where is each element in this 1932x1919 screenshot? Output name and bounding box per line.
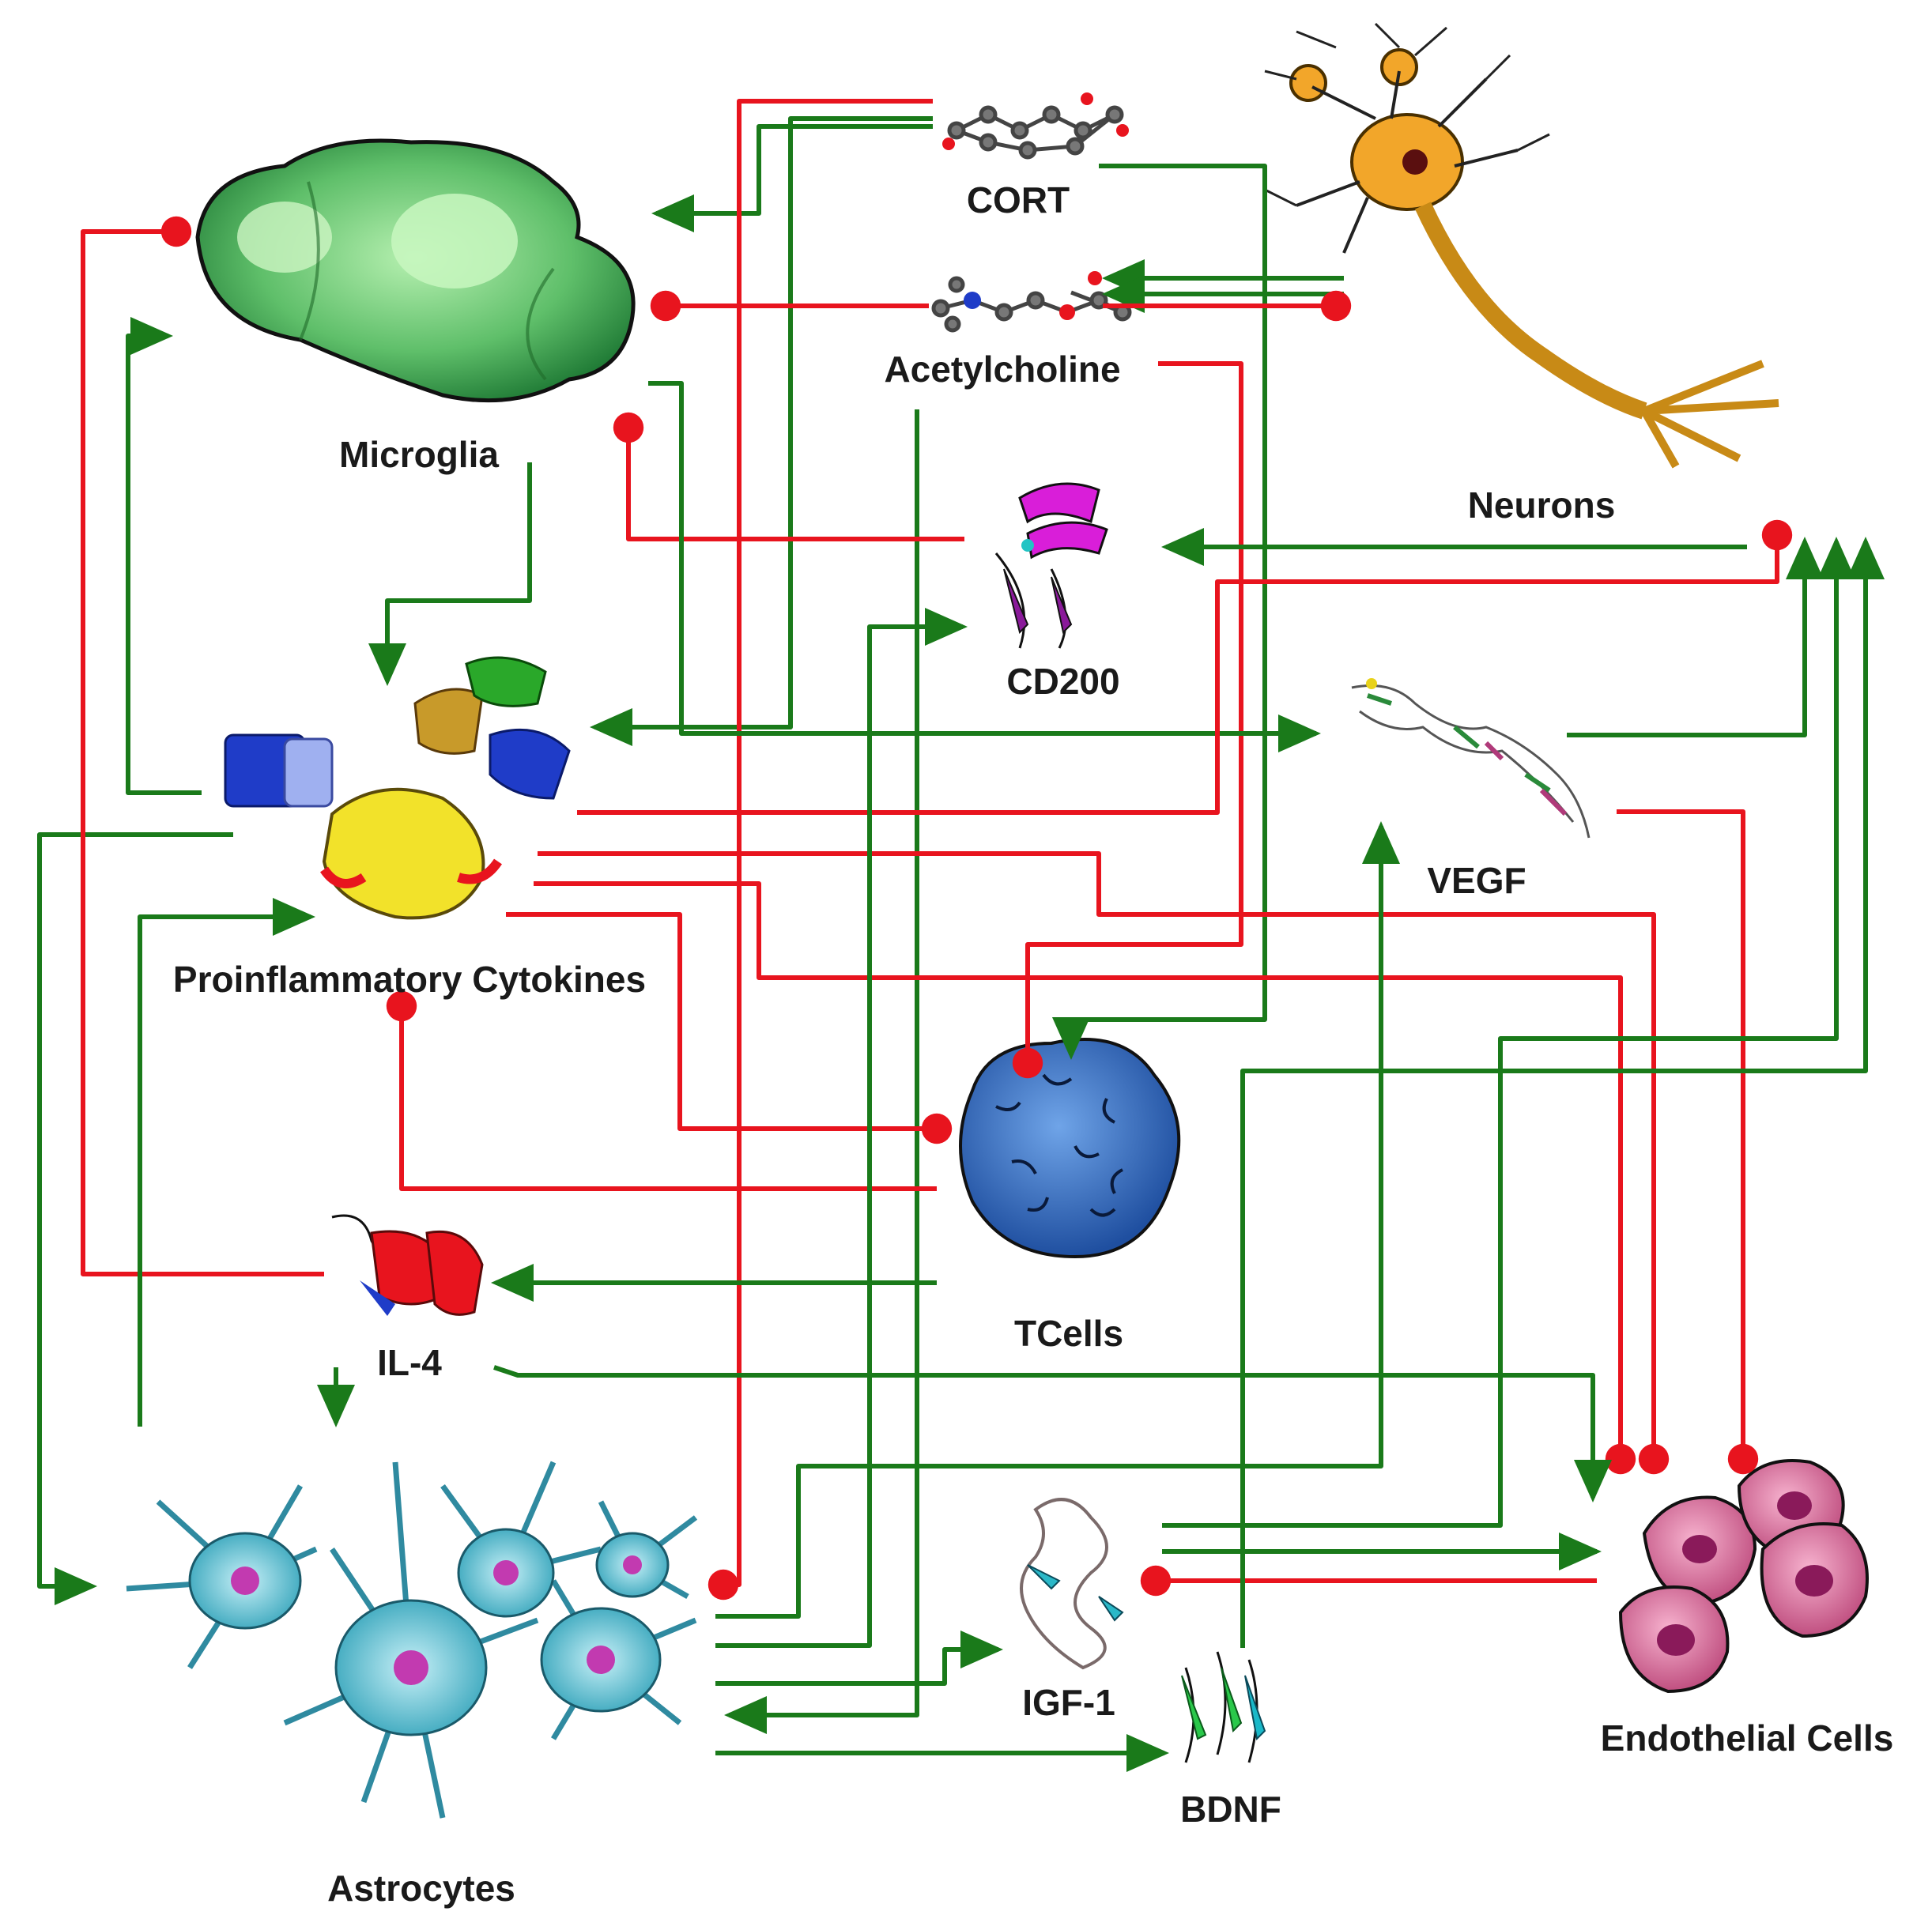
label-astrocytes: Astrocytes xyxy=(327,1868,515,1909)
activation-arrow-24 xyxy=(493,1365,1612,1502)
label-cort: CORT xyxy=(966,179,1070,221)
inhibition-line-10 xyxy=(613,412,964,541)
activation-arrow-28 xyxy=(715,1631,1003,1686)
vegf-protein-icon xyxy=(1351,678,1591,839)
label-endothelial: Endothelial Cells xyxy=(1600,1717,1894,1759)
inhibition-line-20 xyxy=(386,990,937,1191)
inhibition-line-31 xyxy=(1617,809,1759,1475)
activation-arrow-27 xyxy=(715,608,968,1648)
inhibition-line-16 xyxy=(538,851,1670,1475)
label-vegf: VEGF xyxy=(1427,860,1526,901)
inhibition-line-3 xyxy=(708,99,933,1600)
activation-arrow-30 xyxy=(1567,537,1824,737)
label-cytokines: Proinflammatory Cytokines xyxy=(172,959,647,1000)
activation-arrow-0 xyxy=(590,116,933,746)
inhibition-line-22 xyxy=(81,216,324,1276)
activation-arrow-14 xyxy=(126,317,202,795)
astrocytes-cell-icon xyxy=(126,1461,698,1819)
label-tcells: TCells xyxy=(1013,1313,1124,1354)
activation-arrow-25 xyxy=(138,898,315,1427)
neuron-cell-icon xyxy=(1264,22,1779,469)
acetylcholine-molecule-icon xyxy=(931,271,1132,333)
igf1-protein-icon xyxy=(1020,1498,1124,1670)
activation-arrow-9 xyxy=(724,409,919,1734)
activation-arrow-13 xyxy=(368,462,532,686)
bdnf-protein-icon xyxy=(1181,1651,1266,1763)
activation-arrow-35 xyxy=(1240,537,1885,1648)
connections xyxy=(37,99,1885,1772)
cd200-protein-icon xyxy=(994,482,1108,649)
il4-protein-icon xyxy=(331,1214,484,1316)
activation-arrow-1 xyxy=(651,124,933,232)
cort-molecule-icon xyxy=(942,92,1129,160)
tcell-icon xyxy=(959,1038,1181,1259)
label-bdnf: BDNF xyxy=(1180,1789,1281,1830)
label-cd200: CD200 xyxy=(1006,661,1120,702)
activation-arrow-26 xyxy=(715,821,1400,1619)
inhibition-line-8 xyxy=(1012,361,1243,1079)
label-igf1: IGF-1 xyxy=(1022,1682,1115,1723)
label-il4: IL-4 xyxy=(377,1342,442,1383)
inhibition-line-18 xyxy=(506,912,953,1144)
activation-arrow-2 xyxy=(1052,164,1267,1060)
label-microglia: Microglia xyxy=(339,434,499,475)
endothelial-cells-icon xyxy=(1618,1459,1869,1694)
inhibition-line-15 xyxy=(577,519,1793,815)
inhibition-line-17 xyxy=(534,881,1636,1475)
activation-arrow-32 xyxy=(1162,537,1855,1528)
microglia-cell-icon xyxy=(195,138,636,403)
activation-arrow-12 xyxy=(648,381,1321,752)
label-neurons: Neurons xyxy=(1467,484,1616,526)
label-acetylcholine: Acetylcholine xyxy=(884,349,1121,390)
cytokines-protein-icon xyxy=(224,656,571,920)
activation-arrow-19 xyxy=(37,832,233,1605)
